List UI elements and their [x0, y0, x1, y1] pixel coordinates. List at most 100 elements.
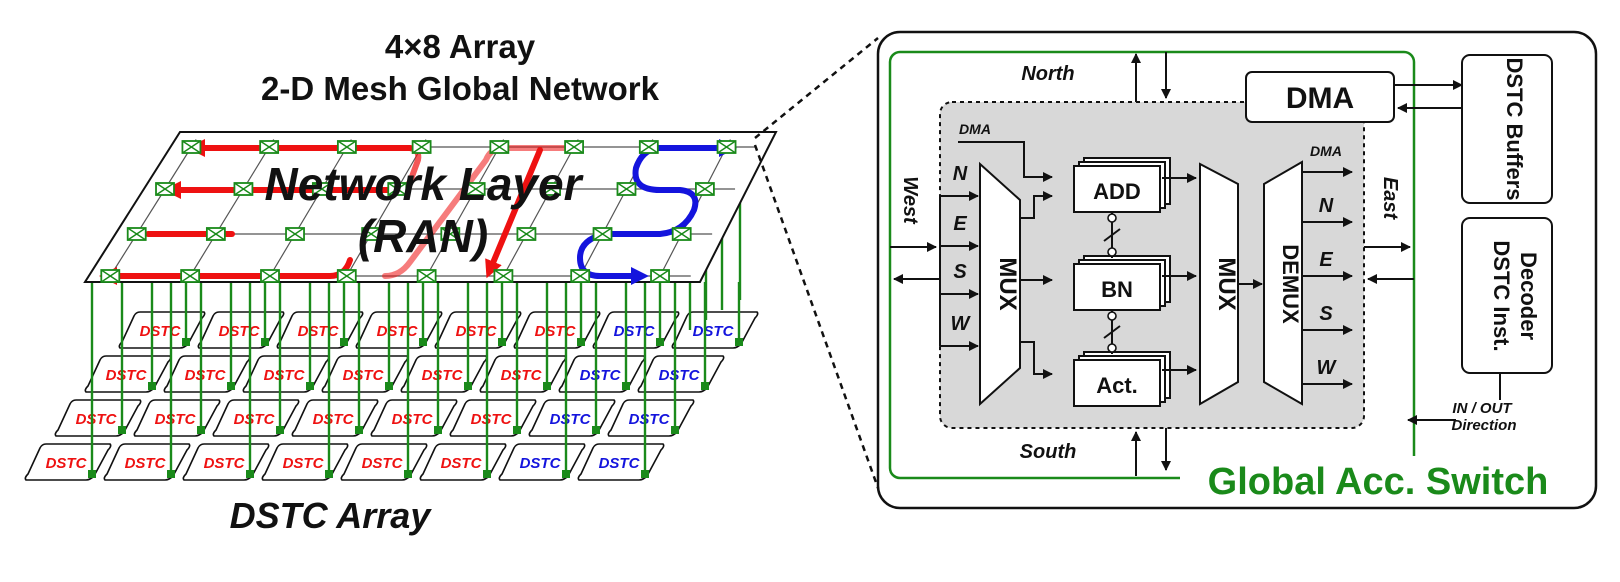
- dstc-tile: DSTC: [558, 355, 646, 393]
- dstc-tile: DSTC: [24, 443, 112, 481]
- router-node: [516, 227, 537, 241]
- dstc-tile: DSTC: [637, 355, 725, 393]
- router-node: [489, 140, 510, 154]
- dstc-tile-label: DSTC: [155, 411, 197, 428]
- dstc-tile: DSTC: [197, 311, 285, 349]
- router-node: [336, 140, 357, 154]
- output-port-label: N: [1319, 195, 1334, 217]
- dstc-tile-label: DSTC: [125, 455, 167, 472]
- east-label: East: [1379, 177, 1401, 221]
- output-port-label: E: [1319, 249, 1333, 271]
- router-node: [259, 140, 280, 154]
- dstc-tile: DSTC: [419, 443, 507, 481]
- router-node: [126, 227, 147, 241]
- dstc-tile-label: DSTC: [140, 323, 182, 340]
- router-node: [440, 227, 461, 241]
- dstc-tile: DSTC: [498, 443, 586, 481]
- dstc-tile-label: DSTC: [422, 367, 464, 384]
- dstc-tile: DSTC: [276, 311, 364, 349]
- output-port-label: W: [1317, 357, 1338, 379]
- switch-title: Global Acc. Switch: [1208, 461, 1549, 503]
- demux: [1263, 160, 1303, 406]
- router-node: [233, 182, 254, 196]
- direction-label-line2: Direction: [1451, 417, 1516, 434]
- network-layer-ran-label: (RAN): [358, 210, 488, 262]
- dstc-tile-label: DSTC: [234, 411, 276, 428]
- router-node: [311, 182, 332, 196]
- dstc-decoder-block: [1461, 217, 1553, 374]
- router-node: [694, 182, 715, 196]
- dstc-tile: DSTC: [400, 355, 488, 393]
- dstc-tile: DSTC: [291, 399, 379, 437]
- router-node: [416, 269, 437, 283]
- dstc-tile-label: DSTC: [535, 323, 577, 340]
- dstc-tile-label: DSTC: [219, 323, 261, 340]
- router-node: [541, 182, 561, 196]
- dstc-tile-label: DSTC: [343, 367, 385, 384]
- input-port-label: N: [953, 163, 968, 185]
- dstc-tile: DSTC: [133, 399, 221, 437]
- dstc-tile-label: DSTC: [629, 411, 671, 428]
- op-block-bn: BN: [1073, 255, 1171, 311]
- dstc-tile-label: DSTC: [185, 367, 227, 384]
- red-path-4-diag: [485, 147, 543, 279]
- router-node: [570, 269, 591, 283]
- router-node: [493, 269, 514, 283]
- west-label: West: [899, 176, 921, 225]
- dstc-buffers-block: [1461, 54, 1553, 204]
- dstc-tile: DSTC: [54, 399, 142, 437]
- input-port-label: S: [953, 261, 967, 283]
- op-block-label: BN: [1101, 277, 1133, 302]
- dstc-tile-label: DSTC: [520, 455, 562, 472]
- dstc-tile-label: DSTC: [456, 323, 498, 340]
- dstc-tile-label: DSTC: [599, 455, 641, 472]
- dstc-tile-label: DSTC: [501, 367, 543, 384]
- dstc-tile-label: DSTC: [441, 455, 483, 472]
- mux-right-label: MUX: [1213, 257, 1240, 310]
- op-block-add: ADD: [1073, 157, 1171, 213]
- dma-block: [1245, 71, 1395, 123]
- router-nodes: [100, 140, 737, 283]
- router-node: [592, 227, 613, 241]
- input-port-label: E: [953, 213, 967, 235]
- dstc-tile: DSTC: [321, 355, 409, 393]
- switch-green-frame: [888, 50, 1416, 480]
- dstc-tile: DSTC: [449, 399, 537, 437]
- dstc-tile-label: DSTC: [204, 455, 246, 472]
- direction-label-line1: IN / OUT: [1452, 400, 1513, 417]
- dstc-tile: DSTC: [212, 399, 300, 437]
- op-block-act: Act.: [1073, 351, 1171, 407]
- router-node: [671, 227, 692, 241]
- dma-in-label: DMA: [959, 121, 991, 137]
- router-node: [100, 269, 121, 283]
- dstc-tile-label: DSTC: [362, 455, 404, 472]
- dstc-tile: DSTC: [103, 443, 191, 481]
- op-chain-link: [1103, 310, 1121, 354]
- router-node: [564, 140, 584, 154]
- router-node: [616, 182, 637, 196]
- dstc-tile: DSTC: [355, 311, 443, 349]
- op-chain-link: [1103, 212, 1121, 258]
- mux-left: [979, 161, 1021, 407]
- router-node: [650, 269, 670, 283]
- dstc-tile: DSTC: [242, 355, 330, 393]
- dstc-tile-label: DSTC: [76, 411, 118, 428]
- dstc-tile: DSTC: [370, 399, 458, 437]
- router-node: [336, 269, 357, 283]
- zoom-line-top: [754, 37, 879, 139]
- switch-panel: Global Acc. Switch North South West East…: [876, 30, 1598, 510]
- dstc-tile: DSTC: [513, 311, 601, 349]
- mesh-to-tile-connectors: [90, 146, 742, 474]
- north-label: North: [1021, 63, 1074, 85]
- dstc-tile: DSTC: [671, 311, 759, 349]
- dstc-tile: DSTC: [118, 311, 206, 349]
- router-node: [155, 182, 175, 196]
- dstc-tile-label: DSTC: [693, 323, 735, 340]
- router-node: [716, 140, 737, 154]
- op-block-label: Act.: [1096, 373, 1138, 398]
- router-node: [387, 182, 408, 196]
